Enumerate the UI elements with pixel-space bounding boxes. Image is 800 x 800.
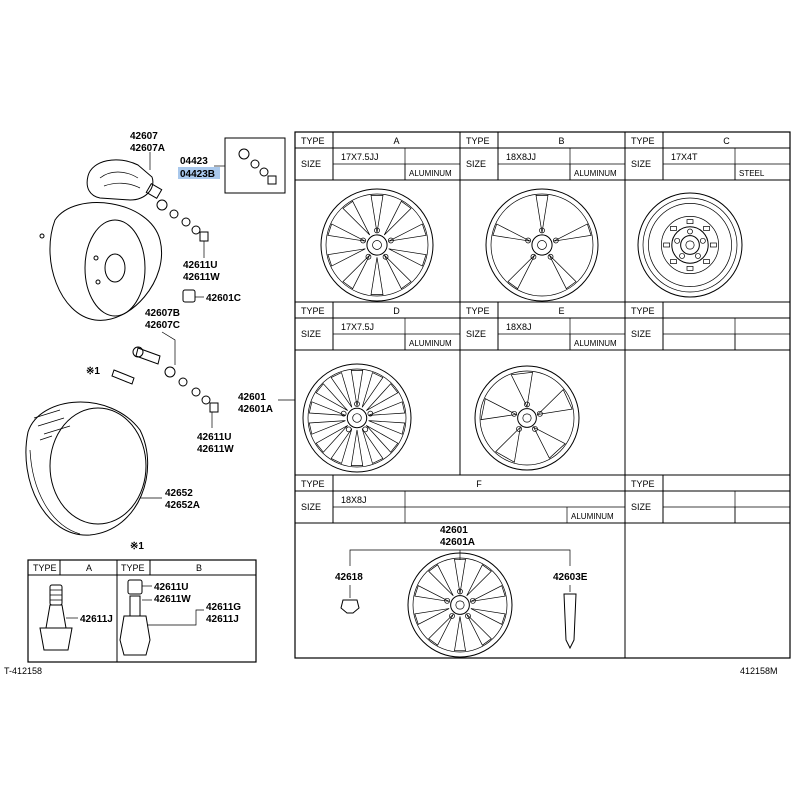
cell-size-value: 18X8J xyxy=(506,322,532,332)
callout-wheel-f-2[interactable]: 42601A xyxy=(440,537,475,548)
diagram-id-left[interactable]: T-412158 xyxy=(4,666,42,676)
cell-type-label: TYPE xyxy=(301,136,325,146)
wheel-type-e xyxy=(474,365,580,471)
wheel-cell-E: TYPE SIZE E 18X8J ALUMINUM xyxy=(460,302,625,351)
lug-nut xyxy=(340,585,360,614)
callout-cap[interactable]: 42601C xyxy=(206,293,241,304)
callout-wheel-main-2[interactable]: 42601A xyxy=(238,404,273,415)
wheel-cell-A: TYPE SIZE A 17X7.5JJ ALUMINUM xyxy=(295,132,460,181)
wheel-type-f xyxy=(407,552,513,658)
cell-size-value: 17X7.5J xyxy=(341,322,374,332)
wheel-type-d xyxy=(302,363,412,473)
diagram-id-right[interactable]: 412158M xyxy=(740,666,778,676)
callout-sensor-1[interactable]: 42607 xyxy=(130,131,158,142)
wheel-cell-empty-7: TYPE SIZE xyxy=(625,475,790,524)
cell-type-value: E xyxy=(558,306,564,316)
wheel-cell-C: TYPE SIZE C 17X4T STEEL xyxy=(625,132,790,181)
cell-type-label: TYPE xyxy=(631,306,655,316)
cell-material-value: STEEL xyxy=(739,169,765,178)
callout-nut[interactable]: 42618 xyxy=(335,572,363,583)
cell-type-value: C xyxy=(723,136,730,146)
cell-type-value: D xyxy=(393,306,400,316)
cell-type-label: TYPE xyxy=(301,306,325,316)
cell-type-label: TYPE xyxy=(466,136,490,146)
valve-a-part[interactable]: 42611J xyxy=(80,614,113,625)
valve-b-part-side-2[interactable]: 42611J xyxy=(206,614,239,625)
valve-type-table xyxy=(27,559,257,663)
balance-weight xyxy=(563,585,577,650)
cell-material-value: ALUMINUM xyxy=(571,512,614,521)
valve-table-col-a: A xyxy=(86,563,92,573)
cell-size-label: SIZE xyxy=(631,329,651,339)
valve-b-part-top-1[interactable]: 42611U xyxy=(154,582,188,593)
callout-stem-2[interactable]: 42607C xyxy=(145,320,180,331)
cell-size-label: SIZE xyxy=(631,502,651,512)
kit-highlight xyxy=(178,167,220,179)
cell-size-label: SIZE xyxy=(631,159,651,169)
cell-size-label: SIZE xyxy=(301,329,321,339)
wheel-cell-F: TYPE SIZE F 18X8J ALUMINUM xyxy=(295,475,625,524)
callout-wheel-f-1[interactable]: 42601 xyxy=(440,525,468,536)
valve-b-part-side-1[interactable]: 42611G xyxy=(206,602,241,613)
cell-size-label: SIZE xyxy=(466,159,486,169)
cell-size-label: SIZE xyxy=(466,329,486,339)
valve-table-note: ※1 xyxy=(130,541,144,552)
valve-table-type-b: TYPE xyxy=(121,563,145,573)
cell-material-value: ALUMINUM xyxy=(574,169,617,178)
cell-material-value: ALUMINUM xyxy=(574,339,617,348)
valve-table-type-a: TYPE xyxy=(33,563,57,573)
wheel-side-view xyxy=(39,202,162,321)
callout-wheel-main-1[interactable]: 42601 xyxy=(238,392,266,403)
cell-type-label: TYPE xyxy=(631,479,655,489)
wheel-type-c xyxy=(637,192,743,298)
callout-weight[interactable]: 42603E xyxy=(553,572,588,583)
callout-sensor-2[interactable]: 42607A xyxy=(130,143,165,154)
cell-size-label: SIZE xyxy=(301,159,321,169)
callout-stem-1[interactable]: 42607B xyxy=(145,308,180,319)
cell-size-value: 18X8J xyxy=(341,495,367,505)
valve-cap xyxy=(182,289,196,303)
wheel-type-a xyxy=(320,188,434,302)
wheel-cell-D: TYPE SIZE D 17X7.5J ALUMINUM xyxy=(295,302,460,351)
callout-valve-lower-1[interactable]: 42611U xyxy=(197,432,231,443)
tire xyxy=(25,401,149,536)
callout-valve-upper-2[interactable]: 42611W xyxy=(183,272,220,283)
callout-tire-2[interactable]: 42652A xyxy=(165,500,200,511)
wheel-type-b xyxy=(485,188,599,302)
wheel-cell-empty-5: TYPE SIZE xyxy=(625,302,790,351)
cell-type-label: TYPE xyxy=(301,479,325,489)
wheel-type-table xyxy=(294,131,791,659)
valve-stem xyxy=(111,346,219,413)
wheel-cell-B: TYPE SIZE B 18X8JJ ALUMINUM xyxy=(460,132,625,181)
valve-b-part-top-2[interactable]: 42611W xyxy=(154,594,191,605)
callout-valve-lower-2[interactable]: 42611W xyxy=(197,444,234,455)
valve-a-drawing xyxy=(39,584,73,651)
tpms-sensor xyxy=(86,159,163,201)
cell-size-value: 18X8JJ xyxy=(506,152,536,162)
callout-tire-1[interactable]: 42652 xyxy=(165,488,193,499)
note-mark-stem: ※1 xyxy=(86,366,100,377)
cell-material-value: ALUMINUM xyxy=(409,169,452,178)
valve-parts-upper xyxy=(156,199,209,242)
cell-type-value: B xyxy=(558,136,564,146)
sensor-kit-box xyxy=(224,137,286,194)
callout-kit-2[interactable]: 04423B xyxy=(180,169,215,180)
cell-type-value: F xyxy=(476,479,482,489)
callout-kit-1[interactable]: 04423 xyxy=(180,156,208,167)
cell-type-label: TYPE xyxy=(631,136,655,146)
callout-valve-upper-1[interactable]: 42611U xyxy=(183,260,217,271)
cell-type-label: TYPE xyxy=(466,306,490,316)
cell-material-value: ALUMINUM xyxy=(409,339,452,348)
cell-type-value: A xyxy=(393,136,399,146)
valve-b-drawing xyxy=(119,579,151,656)
cell-size-value: 17X7.5JJ xyxy=(341,152,379,162)
cell-size-label: SIZE xyxy=(301,502,321,512)
valve-table-col-b: B xyxy=(196,563,202,573)
cell-size-value: 17X4T xyxy=(671,152,698,162)
